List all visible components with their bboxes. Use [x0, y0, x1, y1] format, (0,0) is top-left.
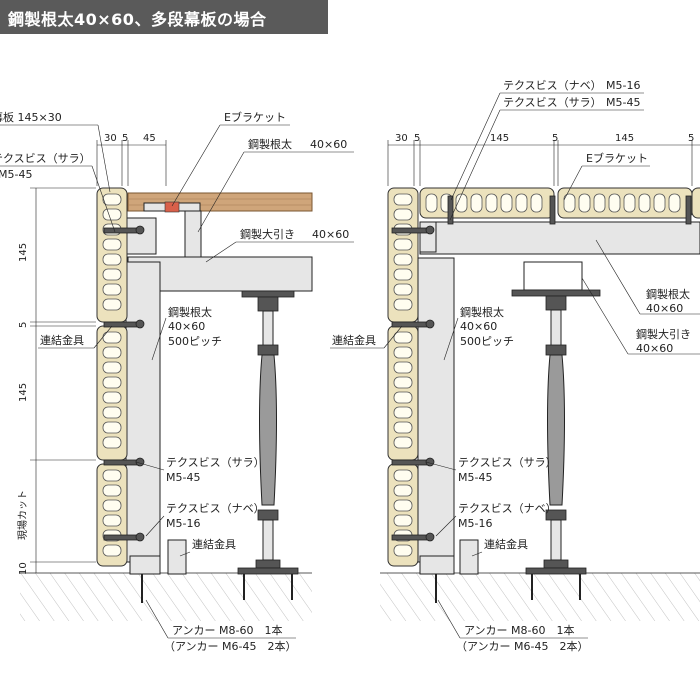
- left-dim-v-145a: 145: [18, 243, 29, 262]
- right-tekus-sara-top-size: M5-45: [606, 96, 640, 109]
- left-concrete-slab: [20, 573, 312, 621]
- right-dim-5c: 5: [688, 133, 694, 144]
- left-tekus-nabe: テクスビス（ナベ）: [166, 502, 265, 515]
- left-kouseinedai-size: 40×60: [310, 138, 347, 151]
- right-concrete-slab: [380, 573, 700, 621]
- left-anchor1: アンカー M8-60 1本: [172, 623, 283, 637]
- left-anchor2: （アンカー M6-45 2本）: [164, 639, 297, 653]
- left-oobiki-size: 40×60: [312, 228, 349, 241]
- left-support-post: [237, 290, 299, 600]
- right-tekus-sara-size: M5-45: [458, 471, 492, 484]
- left-dim-v-5: 5: [18, 322, 29, 328]
- left-kouseinedai-label: 鋼製根太: [248, 137, 292, 151]
- right-joist: [419, 221, 700, 255]
- right-anchor1: アンカー M8-60 1本: [464, 623, 575, 637]
- right-vertical-joist: [417, 257, 455, 563]
- left-pitch: 500ピッチ: [168, 335, 222, 348]
- right-diagram: 30 5 145 5 145 5 テクスビス（ナベ） M5-16 テクスビス（サ…: [330, 79, 700, 653]
- left-oobiki-label: 鋼製大引き: [240, 227, 295, 241]
- right-oobiki-r-size: 40×60: [636, 342, 673, 355]
- right-tekus-nabe: テクスビス（ナベ）: [458, 502, 557, 515]
- right-dim-5b: 5: [552, 133, 558, 144]
- right-tekus-nabe-size: M5-16: [458, 517, 492, 530]
- right-dim-145a: 145: [490, 133, 509, 144]
- right-anchor2: （アンカー M6-45 2本）: [456, 639, 589, 653]
- left-tekus-sara-top-size: M5-45: [0, 168, 32, 181]
- right-dim-5a: 5: [414, 133, 420, 144]
- right-oobiki-r-label: 鋼製大引き: [636, 327, 691, 341]
- left-renketsu-bottom: 連結金具: [192, 537, 236, 551]
- right-screws: [391, 195, 692, 542]
- left-maku-label: 幕板 145×30: [0, 110, 62, 124]
- left-tekus-sara-size: M5-45: [166, 471, 200, 484]
- left-dim-v-cut: 現場カット: [16, 490, 29, 540]
- left-screws: [103, 225, 145, 542]
- left-dim-30: 30: [104, 133, 117, 144]
- left-dim-v-10: 10: [18, 562, 29, 575]
- right-nedai-r-label: 鋼製根太: [646, 287, 690, 301]
- right-renketsu-bottom: 連結金具: [484, 537, 528, 551]
- left-tekus-sara-top: テクスビス（サラ）: [0, 152, 91, 165]
- left-joist-small: [184, 210, 202, 258]
- right-e-bracket: [523, 261, 583, 291]
- right-tekus-nabe-top-size: M5-16: [606, 79, 640, 92]
- left-dim-5: 5: [122, 133, 128, 144]
- left-bottom-bracket: [129, 555, 161, 575]
- left-diagram: 30 5 45 145 5 145 現場カット 10 幕板 145×30 テクス…: [0, 110, 354, 653]
- right-renketsu-mid: 連結金具: [332, 333, 376, 347]
- right-tekus-sara-top: テクスビス（サラ）: [503, 96, 602, 109]
- left-nedai-size: 40×60: [168, 320, 205, 333]
- left-tekus-sara: テクスビス（サラ）: [166, 456, 265, 469]
- left-dim-45: 45: [143, 133, 156, 144]
- page-title: 鋼製根太40×60、多段幕板の場合: [8, 10, 267, 29]
- right-support-post: [525, 295, 587, 600]
- left-e-bracket-label: Eブラケット: [224, 110, 286, 124]
- right-tekus-sara: テクスビス（サラ）: [458, 456, 557, 469]
- title-bar: 鋼製根太40×60、多段幕板の場合: [0, 0, 328, 34]
- left-tekus-nabe-size: M5-16: [166, 517, 200, 530]
- left-dim-v-145b: 145: [18, 383, 29, 402]
- right-dim-30: 30: [395, 133, 408, 144]
- right-pitch: 500ピッチ: [460, 335, 514, 348]
- right-nedai-r-size: 40×60: [646, 302, 683, 315]
- right-dim-145b: 145: [615, 133, 634, 144]
- right-nedai-size: 40×60: [460, 320, 497, 333]
- right-e-bracket-label: Eブラケット: [586, 151, 648, 165]
- right-nedai-label: 鋼製根太: [460, 305, 504, 319]
- right-tekus-nabe-top: テクスビス（ナベ）: [503, 79, 602, 92]
- left-nedai-label: 鋼製根太: [168, 305, 212, 319]
- left-renketsu-mid: 連結金具: [40, 333, 84, 347]
- left-vertical-joist: [125, 261, 161, 563]
